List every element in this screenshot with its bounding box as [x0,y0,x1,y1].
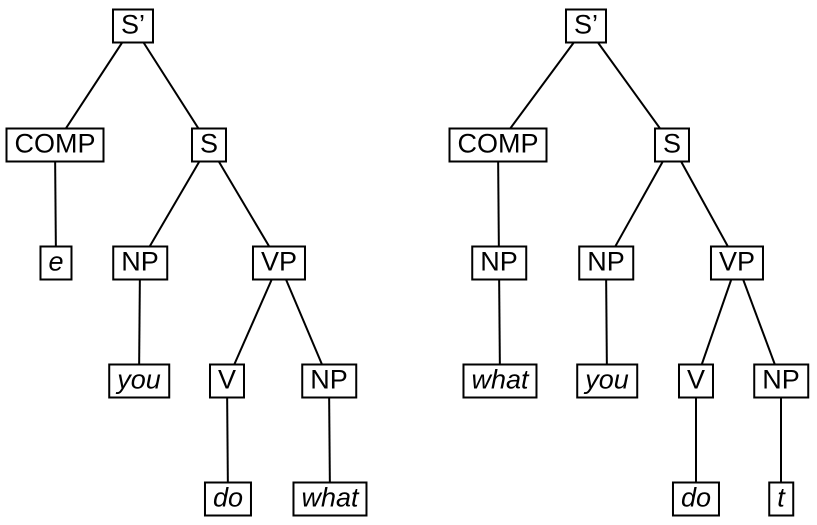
right-tree-node-sbar: S’ [564,8,608,44]
right-tree-node-comp: COMP [448,127,548,163]
right-tree-node-np-subj: NP [578,245,634,281]
left-tree-edge-s-np-subj [139,144,210,264]
right-tree-node-v: V [677,363,715,399]
right-tree-node-t: t [768,481,794,517]
left-tree-edge-np-obj-what [328,380,331,500]
right-tree-node-np-comp: NP [471,245,527,281]
left-tree-node-comp: COMP [5,127,105,163]
right-tree-edge-np-comp-what [498,262,501,382]
right-tree-node-vp: VP [709,245,765,281]
left-tree-node-np-subj: NP [112,245,168,281]
right-tree-edge-comp-np-comp [497,144,500,264]
left-tree-edge-vp-v [226,262,280,382]
right-tree-node-s: S [653,127,691,163]
left-tree-node-e: e [39,245,73,281]
right-tree-node-you: you [576,363,638,399]
left-tree-node-s: S [190,127,228,163]
right-tree-edge-vp-np-obj [736,262,782,382]
left-tree-node-you: you [108,363,170,399]
right-tree-edge-s-vp [671,144,738,264]
right-tree-edge-np-subj-you [605,262,608,382]
left-tree-node-do: do [203,481,253,517]
left-tree-edge-s-vp [208,144,280,264]
left-tree-node-vp: VP [251,245,307,281]
left-tree-edge-comp-e [54,144,57,264]
right-tree-edge-sbar-s [585,25,673,146]
left-tree-edge-v-do [226,380,229,500]
right-tree-edge-s-np-subj [605,144,673,264]
left-tree-node-what: what [292,481,368,517]
left-tree-edge-vp-np-obj [278,262,330,382]
right-tree-edge-sbar-comp [497,25,587,146]
left-tree-edge-sbar-s [132,25,210,146]
left-tree-node-np-obj: NP [301,363,357,399]
left-tree-node-v: V [208,363,246,399]
right-tree-node-np-obj: NP [753,363,809,399]
right-tree-node-do: do [671,481,721,517]
left-tree-edge-sbar-comp [54,25,134,146]
right-tree-edge-vp-v [695,262,738,382]
left-tree-node-sbar: S’ [111,8,155,44]
left-tree-edge-np-subj-you [138,262,141,382]
right-tree-node-what: what [462,363,538,399]
